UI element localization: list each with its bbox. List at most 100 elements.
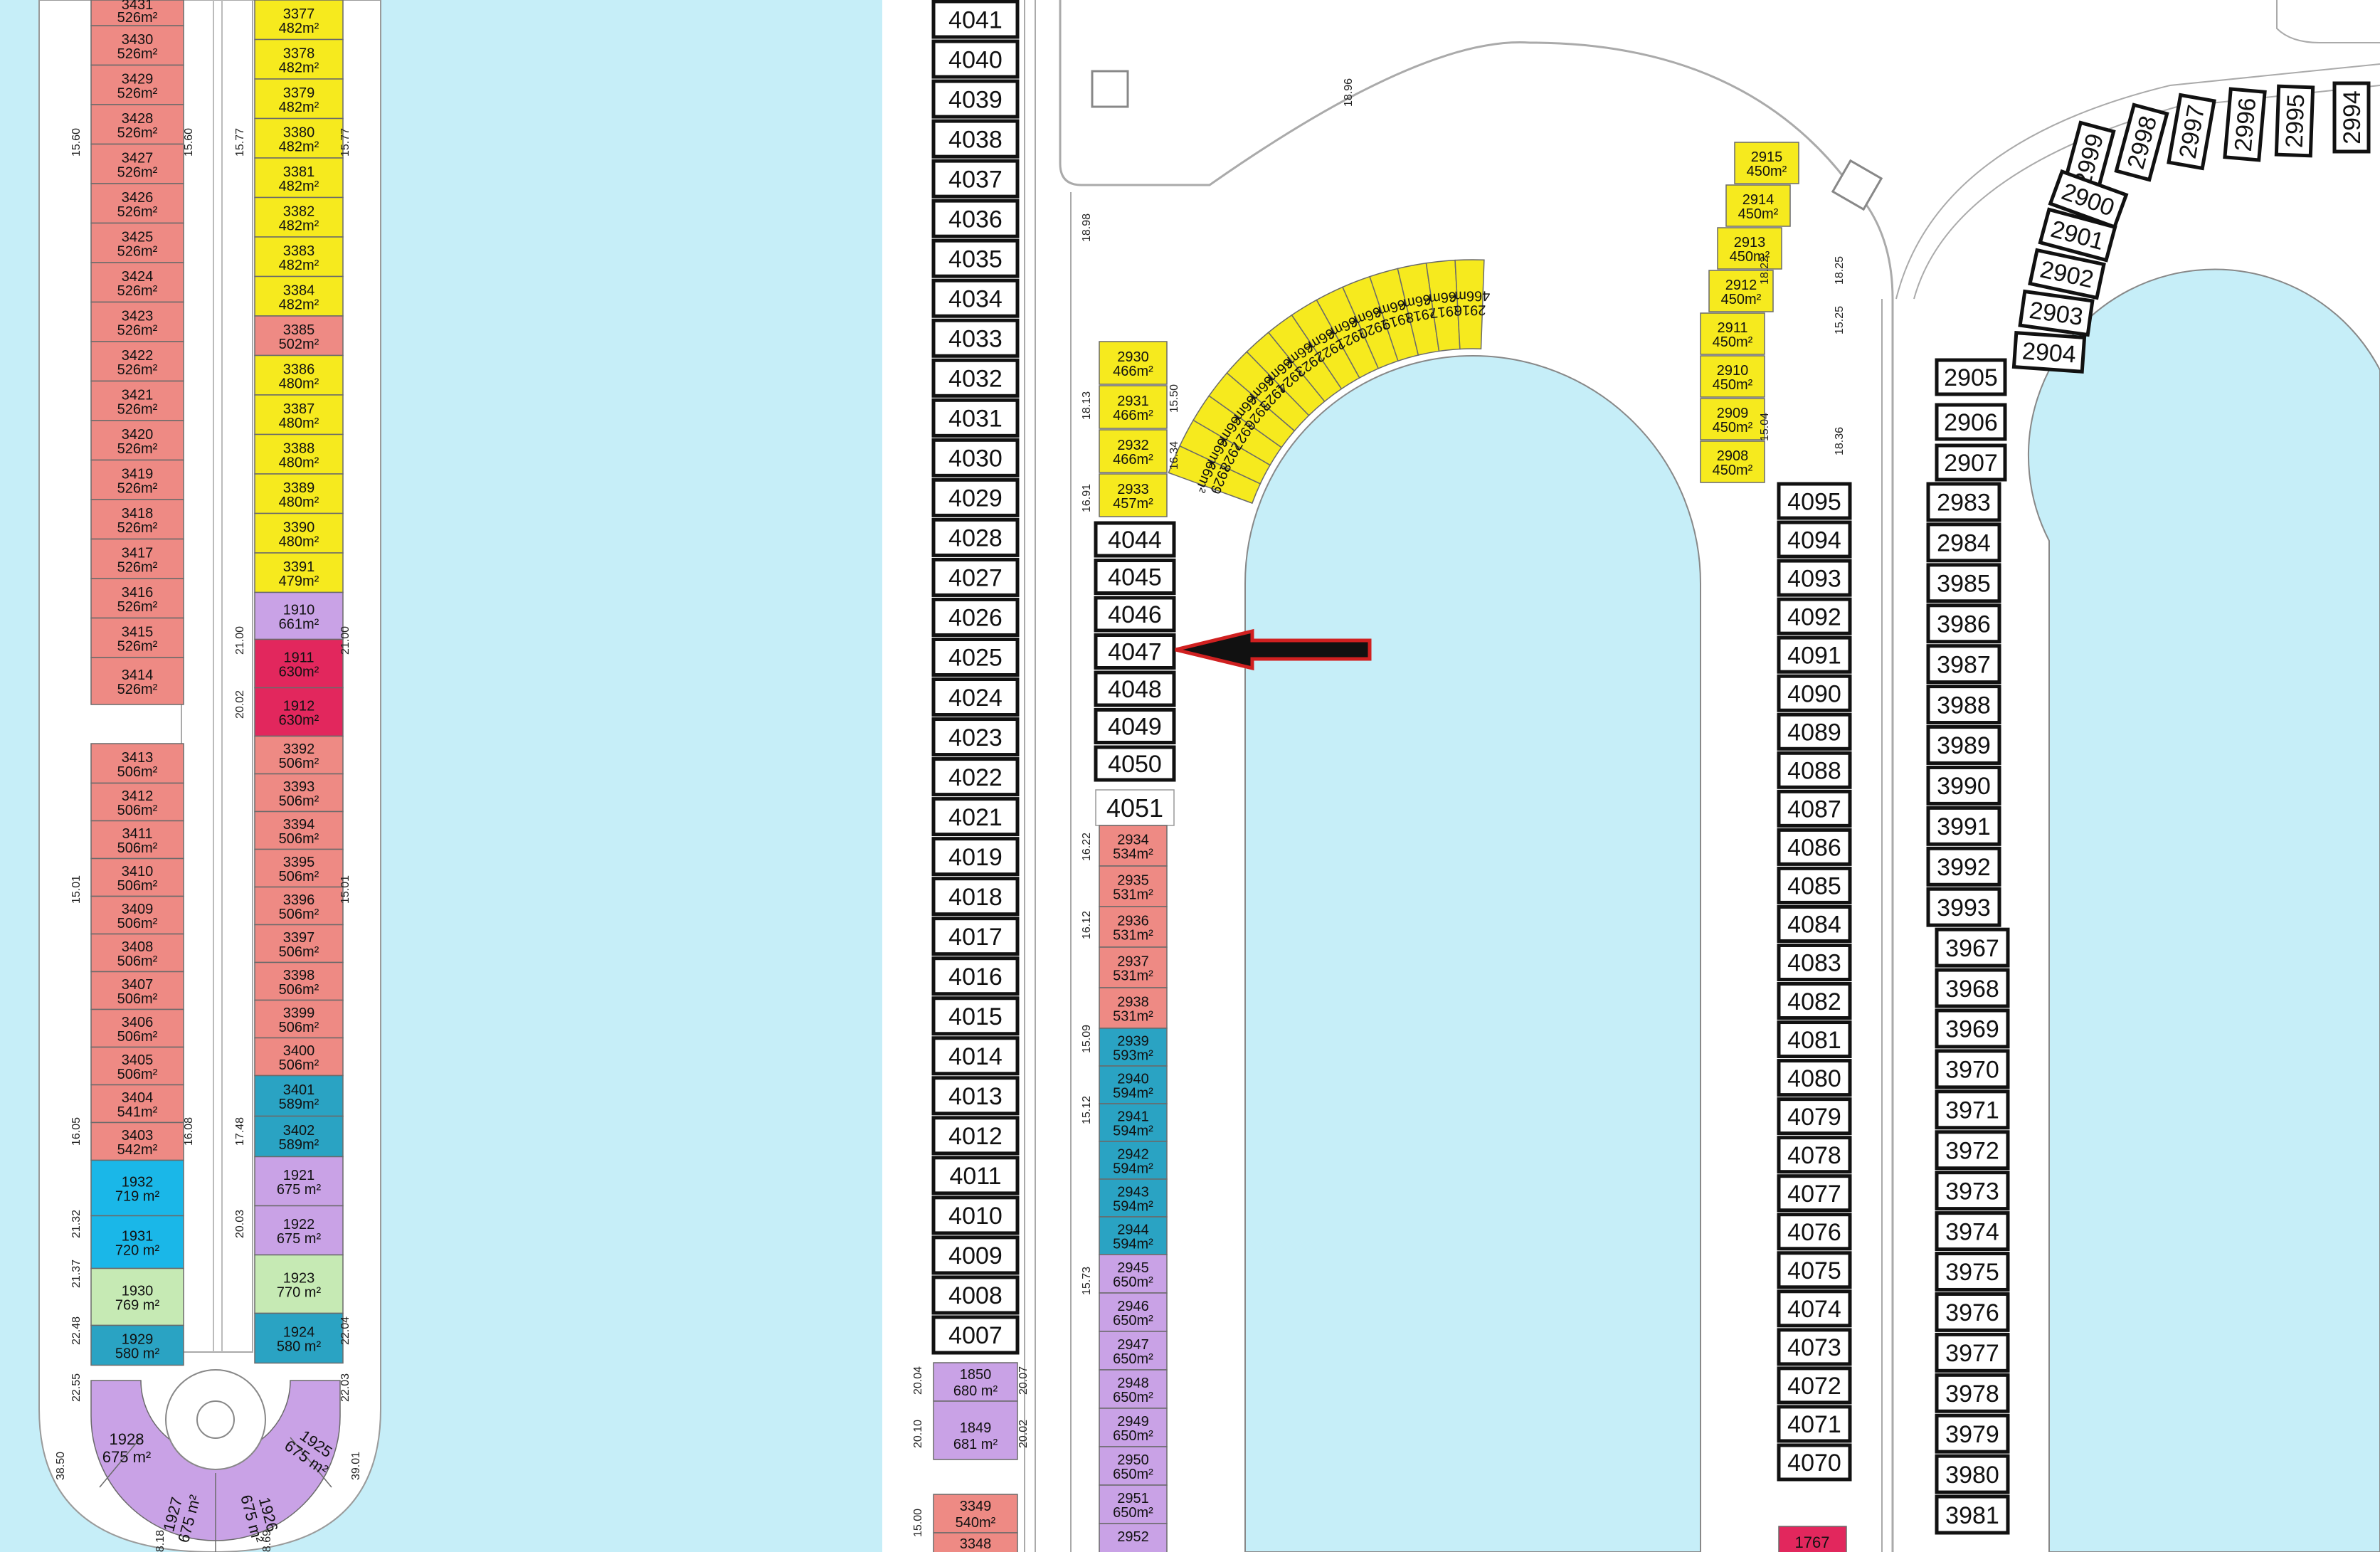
block-4081[interactable]: 4081: [1777, 1020, 1852, 1059]
block-4008[interactable]: 4008: [931, 1275, 1020, 1315]
block-3985[interactable]: 3985: [1926, 563, 2001, 603]
block-3991[interactable]: 3991: [1926, 806, 2001, 846]
block-4084[interactable]: 4084: [1777, 904, 1852, 943]
block-3988[interactable]: 3988: [1926, 685, 2001, 725]
block-3992[interactable]: 3992: [1926, 846, 2001, 887]
block-2905[interactable]: 2905: [1935, 358, 2007, 396]
block-4018[interactable]: 4018: [931, 877, 1020, 917]
block-2907[interactable]: 2907: [1935, 443, 2007, 482]
block-4075[interactable]: 4075: [1777, 1251, 1852, 1289]
block-4010[interactable]: 4010: [931, 1195, 1020, 1235]
block-4083[interactable]: 4083: [1777, 943, 1852, 982]
block-3989[interactable]: 3989: [1926, 725, 2001, 765]
block-4029[interactable]: 4029: [931, 477, 1020, 517]
block-4072[interactable]: 4072: [1777, 1366, 1852, 1405]
block-2994[interactable]: 2994: [2332, 81, 2371, 154]
block-3986[interactable]: 3986: [1926, 603, 2001, 644]
block-4023[interactable]: 4023: [931, 717, 1020, 757]
block-4085[interactable]: 4085: [1777, 866, 1852, 904]
lot-1849[interactable]: 1849 681 m²: [933, 1400, 1018, 1460]
block-4009[interactable]: 4009: [931, 1235, 1020, 1275]
lot-1928[interactable]: 1928 675 m²: [102, 1430, 151, 1466]
block-4088[interactable]: 4088: [1777, 751, 1852, 789]
block-3975[interactable]: 3975: [1935, 1252, 2010, 1292]
block-3970[interactable]: 3970: [1935, 1049, 2010, 1089]
block-4024[interactable]: 4024: [931, 677, 1020, 717]
lot-3349[interactable]: 3349 540m²: [933, 1494, 1018, 1533]
block-3973[interactable]: 3973: [1935, 1171, 2010, 1211]
block-4082[interactable]: 4082: [1777, 982, 1852, 1020]
block-2983[interactable]: 2983: [1926, 482, 2001, 522]
block-3981[interactable]: 3981: [1935, 1494, 2010, 1535]
block-4086[interactable]: 4086: [1777, 828, 1852, 866]
block-4036[interactable]: 4036: [931, 199, 1020, 238]
block-4038[interactable]: 4038: [931, 119, 1020, 159]
block-4048[interactable]: 4048: [1094, 670, 1176, 707]
block-4045[interactable]: 4045: [1094, 559, 1176, 595]
block-3978[interactable]: 3978: [1935, 1373, 2010, 1413]
block-4032[interactable]: 4032: [931, 358, 1020, 398]
block-4091[interactable]: 4091: [1777, 635, 1852, 674]
block-4092[interactable]: 4092: [1777, 597, 1852, 635]
block-2901[interactable]: 2901: [2038, 207, 2117, 263]
block-4025[interactable]: 4025: [931, 637, 1020, 677]
block-4049[interactable]: 4049: [1094, 708, 1176, 744]
block-4033[interactable]: 4033: [931, 318, 1020, 358]
block-4037[interactable]: 4037: [931, 159, 1020, 199]
block-4089[interactable]: 4089: [1777, 712, 1852, 751]
block-4015[interactable]: 4015: [931, 996, 1020, 1036]
block-2996[interactable]: 2996: [2223, 87, 2267, 162]
block-3972[interactable]: 3972: [1935, 1130, 2010, 1171]
block-4030[interactable]: 4030: [931, 438, 1020, 477]
block-4007[interactable]: 4007: [931, 1315, 1020, 1355]
block-4028[interactable]: 4028: [931, 517, 1020, 557]
block-4021[interactable]: 4021: [931, 797, 1020, 837]
block-4017[interactable]: 4017: [931, 917, 1020, 956]
block-3974[interactable]: 3974: [1935, 1211, 2010, 1252]
block-4071[interactable]: 4071: [1777, 1405, 1852, 1443]
